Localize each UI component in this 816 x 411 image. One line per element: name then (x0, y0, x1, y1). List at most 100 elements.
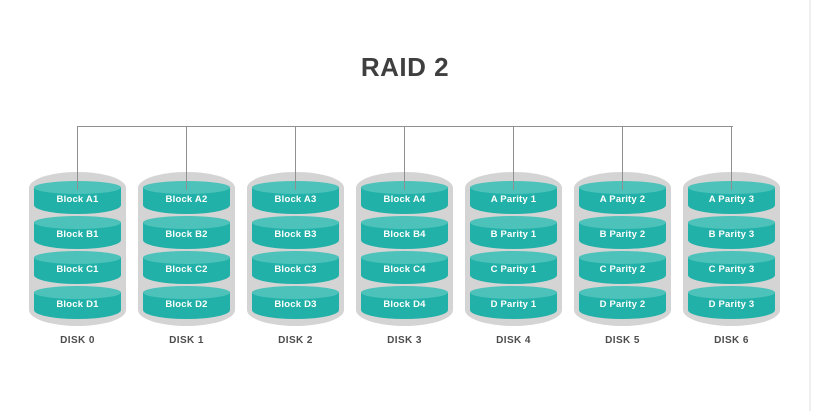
block-label: C Parity 3 (708, 264, 755, 275)
block-label: C Parity 1 (490, 264, 537, 275)
block-label: D Parity 3 (708, 299, 755, 310)
connector-vertical-line (295, 126, 296, 190)
disk-block: Block C1 (34, 251, 121, 284)
block-label: Block D1 (56, 299, 99, 310)
cylinder-top-ellipse (34, 251, 121, 264)
connector-vertical-line (622, 126, 623, 190)
disk-cylinder: A Parity 3 B Parity 3 C Parity 3 D Parit… (683, 172, 780, 326)
disk-label: DISK 6 (714, 335, 749, 346)
disk-block: Block D3 (252, 286, 339, 319)
block-label: Block B3 (274, 229, 317, 240)
disk-block: D Parity 2 (579, 286, 666, 319)
cylinder-top-ellipse (361, 251, 448, 264)
block-label: Block A3 (274, 194, 317, 205)
cylinder-top-ellipse (688, 216, 775, 229)
disk-cylinder: Block A4 Block B4 Block C4 Block D4 (356, 172, 453, 326)
disk-column-3: Block A4 Block B4 Block C4 Block D4 (356, 126, 453, 346)
cylinder-top-ellipse (252, 286, 339, 299)
cylinder-top-ellipse (34, 216, 121, 229)
block-label: Block A1 (56, 194, 99, 205)
connector-bus-line (78, 126, 733, 127)
block-label: Block B2 (165, 229, 208, 240)
disks-row: Block A1 Block B1 Block C1 Block D1 (29, 126, 780, 346)
disk-block: B Parity 2 (579, 216, 666, 249)
disk-label: DISK 0 (60, 335, 95, 346)
block-label: A Parity 3 (708, 194, 755, 205)
block-label: Block A2 (165, 194, 208, 205)
block-label: B Parity 2 (599, 229, 646, 240)
disk-cylinder: A Parity 2 B Parity 2 C Parity 2 D Parit… (574, 172, 671, 326)
cylinder-top-ellipse (579, 251, 666, 264)
disk-block: C Parity 1 (470, 251, 557, 284)
disk-cylinder: Block A2 Block B2 Block C2 Block D2 (138, 172, 235, 326)
disk-cylinder: Block A1 Block B1 Block C1 Block D1 (29, 172, 126, 326)
cylinder-top-ellipse (361, 216, 448, 229)
cylinder-top-ellipse (470, 286, 557, 299)
block-label: D Parity 1 (490, 299, 537, 310)
disk-block: D Parity 3 (688, 286, 775, 319)
disk-block: C Parity 2 (579, 251, 666, 284)
cylinder-top-ellipse (579, 216, 666, 229)
cylinder-top-ellipse (470, 251, 557, 264)
disk-block: C Parity 3 (688, 251, 775, 284)
cylinder-top-ellipse (688, 286, 775, 299)
disk-column-5: A Parity 2 B Parity 2 C Parity 2 D Parit… (574, 126, 671, 346)
block-label: Block B1 (56, 229, 99, 240)
block-label: B Parity 3 (708, 229, 755, 240)
disk-block: Block C2 (143, 251, 230, 284)
block-label: Block C4 (383, 264, 426, 275)
block-label: Block B4 (383, 229, 426, 240)
block-label: Block D2 (165, 299, 208, 310)
cylinder-top-ellipse (361, 286, 448, 299)
disk-column-0: Block A1 Block B1 Block C1 Block D1 (29, 126, 126, 346)
disk-block: Block B4 (361, 216, 448, 249)
disk-column-1: Block A2 Block B2 Block C2 Block D2 (138, 126, 235, 346)
disk-block: D Parity 1 (470, 286, 557, 319)
disk-label: DISK 2 (278, 335, 313, 346)
cylinder-top-ellipse (470, 216, 557, 229)
block-label: A Parity 2 (599, 194, 646, 205)
disk-block: Block B2 (143, 216, 230, 249)
cylinder-top-ellipse (34, 286, 121, 299)
disk-block: Block C3 (252, 251, 339, 284)
disk-column-6: A Parity 3 B Parity 3 C Parity 3 D Parit… (683, 126, 780, 346)
disk-label: DISK 1 (169, 335, 204, 346)
disk-block: Block A1 (34, 181, 121, 214)
connector-vertical-line (186, 126, 187, 190)
disk-block: Block D1 (34, 286, 121, 319)
block-label: Block D4 (383, 299, 426, 310)
disk-block: Block D2 (143, 286, 230, 319)
cylinder-top-ellipse (252, 216, 339, 229)
block-label: Block C1 (56, 264, 99, 275)
disk-column-4: A Parity 1 B Parity 1 C Parity 1 D Parit… (465, 126, 562, 346)
disk-column-2: Block A3 Block B3 Block C3 Block D3 (247, 126, 344, 346)
connector-vertical-line (731, 126, 732, 190)
block-label: C Parity 2 (599, 264, 646, 275)
connector-vertical-line (77, 126, 78, 190)
cylinder-top-ellipse (688, 251, 775, 264)
connector-vertical-line (404, 126, 405, 190)
disk-block: Block C4 (361, 251, 448, 284)
block-label: B Parity 1 (490, 229, 537, 240)
disk-cylinder: A Parity 1 B Parity 1 C Parity 1 D Parit… (465, 172, 562, 326)
disk-block: Block A2 (143, 181, 230, 214)
block-label: Block C3 (274, 264, 317, 275)
block-label: Block A4 (383, 194, 426, 205)
block-label: Block C2 (165, 264, 208, 275)
disk-label: DISK 3 (387, 335, 422, 346)
cylinder-top-ellipse (143, 216, 230, 229)
block-label: A Parity 1 (490, 194, 537, 205)
disk-block: Block B3 (252, 216, 339, 249)
block-label: D Parity 2 (599, 299, 646, 310)
block-label: Block D3 (274, 299, 317, 310)
disk-block: Block B1 (34, 216, 121, 249)
cylinder-top-ellipse (579, 286, 666, 299)
disk-block: B Parity 1 (470, 216, 557, 249)
connector-vertical-line (513, 126, 514, 190)
disk-cylinder: Block A3 Block B3 Block C3 Block D3 (247, 172, 344, 326)
disk-block: Block A3 (252, 181, 339, 214)
cylinder-top-ellipse (143, 286, 230, 299)
diagram-title: RAID 2 (360, 52, 450, 82)
disk-block: Block D4 (361, 286, 448, 319)
